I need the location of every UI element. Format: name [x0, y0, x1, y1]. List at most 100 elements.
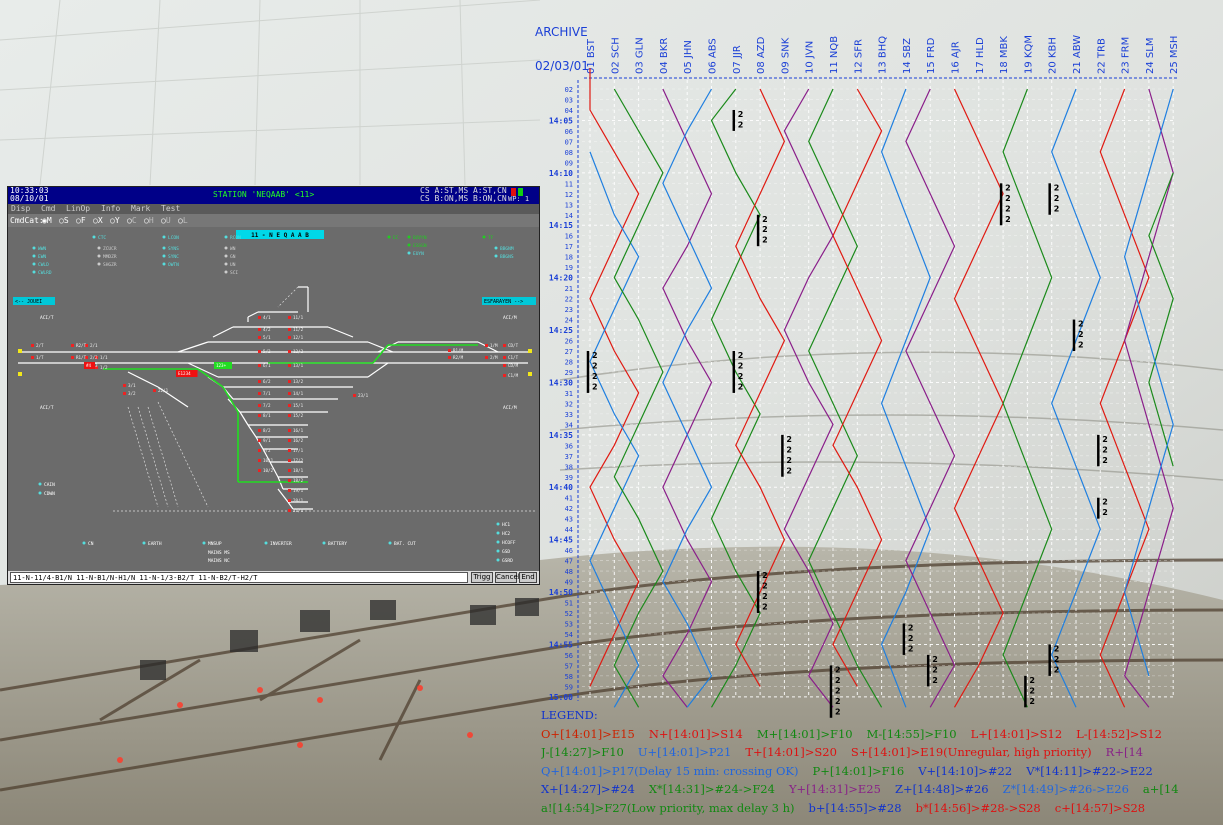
bottom-status-label: INVERTER	[270, 541, 292, 547]
cmdcat-option-label: X	[97, 216, 103, 225]
radio-selected-icon: ◉	[42, 216, 47, 225]
station-label: 04 BKR	[659, 38, 670, 74]
status-indicator-icon	[388, 541, 392, 545]
status-indicator-icon	[97, 254, 101, 258]
cmdcat-option-x[interactable]: ○X	[93, 214, 103, 227]
bottom-status-label: BATTERY	[328, 541, 347, 547]
time-label: 56	[565, 652, 573, 660]
station-label: 25 MSH	[1169, 36, 1180, 74]
signal-icon	[153, 389, 156, 392]
signal-icon	[288, 380, 291, 383]
status-indicator-icon	[482, 235, 486, 239]
mains-label: MAINS MS	[208, 550, 230, 556]
direction-right-label: ESFARAYEN -->	[484, 299, 523, 305]
cmdcat-option-label: F	[80, 216, 86, 225]
cmdcat-option-m[interactable]: ◉M	[42, 214, 52, 227]
menu-item-cmd[interactable]: Cmd	[41, 204, 56, 213]
track-label: 10/1	[263, 458, 274, 463]
menu-item-mark[interactable]: Mark	[131, 204, 151, 213]
signal-icon	[258, 429, 261, 432]
track-label: 7/1	[263, 391, 271, 396]
status-indicator-icon	[202, 541, 206, 545]
end-button[interactable]: End	[519, 572, 537, 583]
direction-right-box	[482, 297, 536, 305]
menu-item-info[interactable]: Info	[101, 204, 121, 213]
signal-icon	[258, 404, 261, 407]
crossing-count-mark: 2	[1054, 644, 1060, 653]
crossing-count-mark: 2	[1102, 435, 1108, 444]
track-label: 15/1	[293, 403, 304, 408]
menu-item-test[interactable]: Test	[161, 204, 181, 213]
cmdcat-option-y[interactable]: ○Y	[110, 214, 120, 227]
cmdcat-option-l[interactable]: ○L	[178, 214, 188, 227]
cmdcat-option-h[interactable]: ○H	[144, 214, 154, 227]
radio-icon: ○	[76, 216, 81, 225]
direction-left-box	[13, 297, 55, 305]
status-indicator-icon	[38, 482, 42, 486]
crossing-count-mark: 2	[1078, 330, 1084, 339]
cmdcat-option-s[interactable]: ○S	[59, 214, 69, 227]
status-label: GN	[230, 254, 236, 260]
cmdcat-option-f[interactable]: ○F	[76, 214, 86, 227]
time-label: 19	[565, 264, 573, 272]
menu-item-disp[interactable]: Disp	[11, 204, 31, 213]
time-label: 14:20	[549, 274, 573, 283]
track-segment	[177, 341, 209, 353]
cmdcat-label: CmdCat:	[10, 216, 44, 225]
crossing-count-mark: 2	[908, 623, 914, 632]
crossing-count-mark: 2	[1054, 183, 1060, 192]
cmdcat-option-u[interactable]: ○U	[161, 214, 171, 227]
legend-row: a![14:54]>F27(Low priority, max delay 3 …	[541, 799, 1223, 818]
track-label: 1/T	[36, 355, 44, 360]
legend-item: R+[14	[1105, 745, 1144, 759]
station-label: 14 SBZ	[902, 38, 913, 74]
menu-item-linop[interactable]: LinOp	[66, 204, 91, 213]
train-path	[589, 151, 640, 708]
status-label: CTC	[98, 235, 106, 241]
track-segment	[287, 501, 294, 510]
station-label: 12 SFR	[853, 39, 864, 74]
crossing-count-mark: 2	[1005, 204, 1011, 213]
time-label: 54	[565, 631, 573, 639]
train-path	[880, 88, 931, 708]
time-label: 14:10	[549, 169, 573, 178]
train-path	[1148, 172, 1174, 467]
signal-icon	[503, 344, 506, 347]
crossing-count-mark: 2	[592, 361, 598, 370]
time-label: 51	[565, 600, 573, 608]
station-label: 07 JJR	[732, 45, 743, 74]
cancel-button[interactable]: Cancel	[495, 572, 520, 583]
radio-icon: ○	[178, 216, 183, 225]
cmdcat-option-label: U	[165, 216, 171, 225]
signal-icon	[85, 344, 88, 347]
station-label: 18 MBK	[999, 36, 1010, 74]
station-label: 13 BHQ	[878, 36, 889, 74]
status-indicator-icon	[322, 541, 326, 545]
status-label: WWN	[38, 246, 46, 252]
time-label: 17	[565, 243, 573, 251]
clock-date: 08/10/01	[10, 194, 49, 203]
track-label: 13/1	[293, 363, 304, 368]
side-label: ACI/T	[40, 405, 54, 411]
status-indicator-icon	[224, 235, 228, 239]
status-indicator-icon	[162, 262, 166, 266]
status-indicator-icon	[97, 262, 101, 266]
track-segment	[255, 436, 264, 450]
command-input[interactable]: 11-N-11/4-B1/N 11-N-B1/N-H1/N 11-N-1/3-B…	[10, 572, 468, 583]
signal-icon	[503, 356, 506, 359]
train-path	[1123, 88, 1174, 677]
crossing-count-mark: 2	[835, 686, 841, 695]
track-label: C1/T	[508, 355, 519, 360]
station-label: 23 FRM	[1121, 37, 1132, 74]
status-label: ZCUCR	[103, 246, 117, 252]
crossing-count-mark: 2	[1078, 341, 1084, 350]
crossing-count-mark: 2	[1054, 665, 1060, 674]
track-label: 12/1	[293, 335, 304, 340]
cmdcat-option-c[interactable]: ○C	[127, 214, 137, 227]
server-status-1: CS A:ST,MS A:ST,CN	[420, 186, 507, 195]
train-path	[783, 88, 834, 708]
trigg-button[interactable]: Trigg	[471, 572, 493, 583]
workplace-number: WP: 1	[508, 195, 530, 203]
signal-icon	[95, 366, 98, 369]
